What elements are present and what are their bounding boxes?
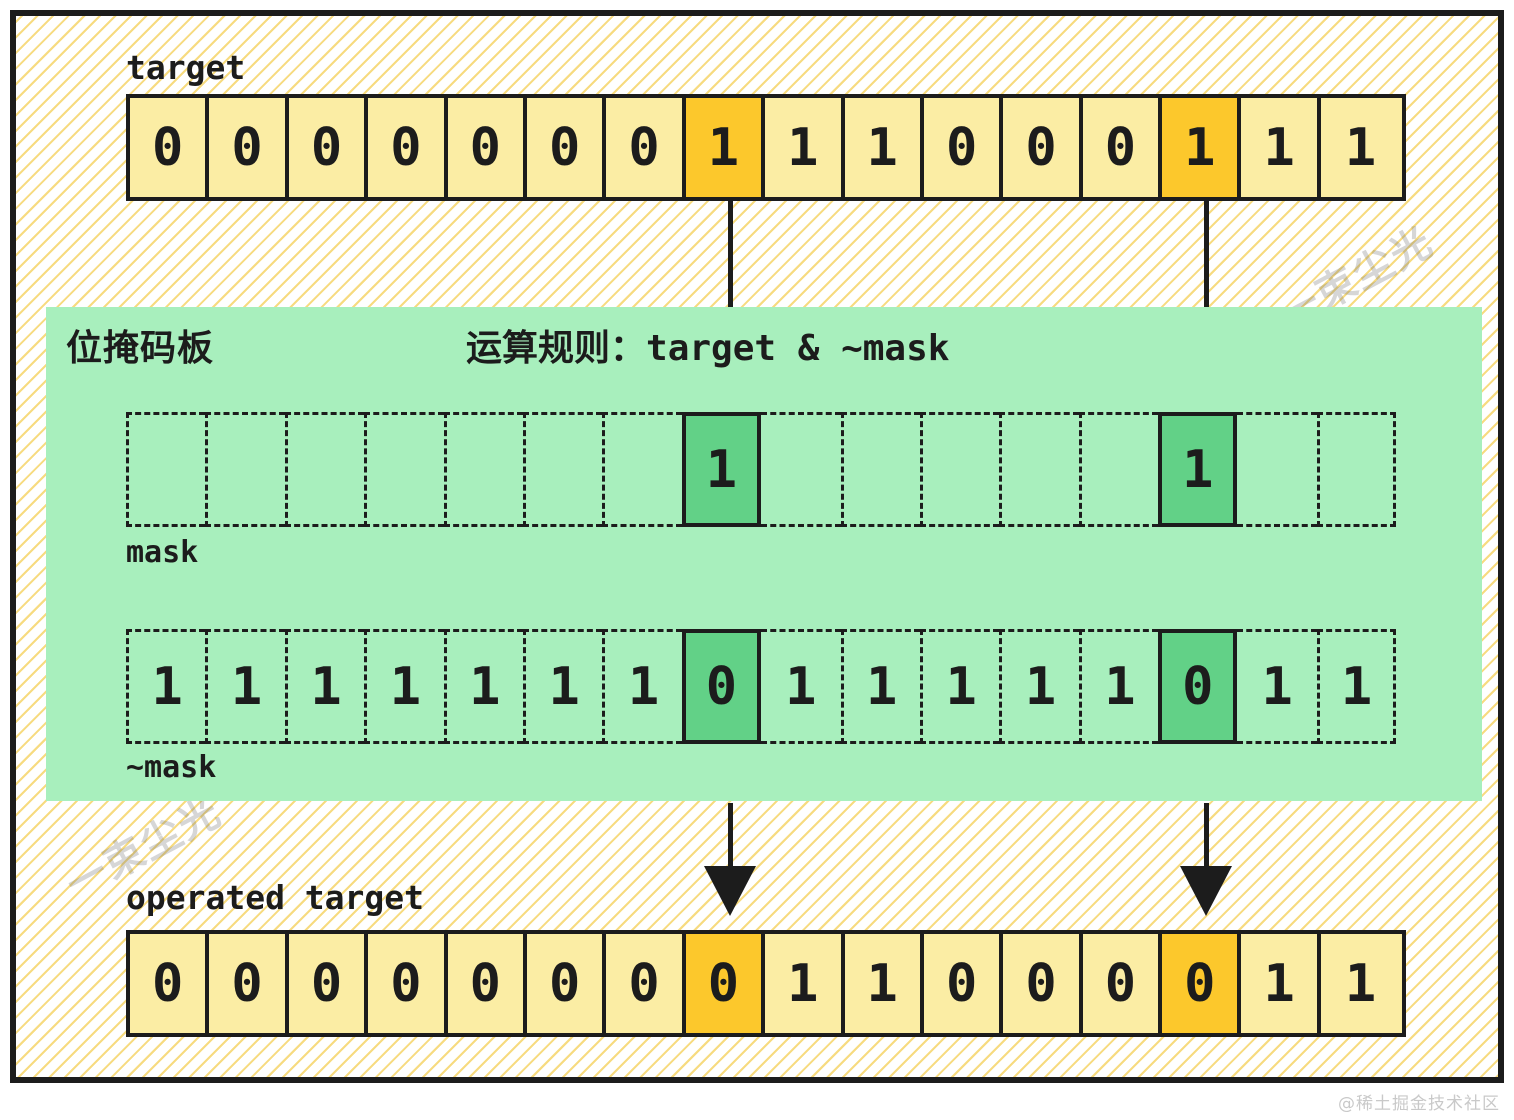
- rule-prefix: 运算规则：: [466, 328, 647, 369]
- not-mask-row-label: ~mask: [126, 750, 217, 785]
- result-bit-cell: 0: [923, 934, 1004, 1033]
- not-mask-bit-cell: 0: [1158, 629, 1238, 744]
- mask-bit-cell: [284, 412, 365, 527]
- target-bit-cell: 0: [526, 98, 607, 197]
- mask-bit-cell: [1078, 412, 1159, 527]
- target-row-label: target: [126, 48, 246, 87]
- mask-bit-cell: [602, 412, 682, 527]
- mask-bit-cell: [1237, 412, 1317, 527]
- not-mask-bit-cell: 1: [126, 629, 206, 744]
- mask-bit-cell: [761, 412, 841, 527]
- target-bit-cell: 0: [1082, 98, 1163, 197]
- not-mask-bit-cell: 1: [1237, 629, 1317, 744]
- result-bit-cell: 0: [1003, 934, 1083, 1033]
- mask-bit-cell: [364, 412, 444, 527]
- mask-bit-cell: [840, 412, 920, 527]
- not-mask-bit-cell: 1: [602, 629, 682, 744]
- mask-bit-cell: [919, 412, 1000, 527]
- target-bit-cell: 1: [844, 98, 924, 197]
- result-bit-cell: 0: [1082, 934, 1163, 1033]
- result-row-label: operated target: [126, 878, 425, 917]
- result-bit-cell: 0: [368, 934, 448, 1033]
- mask-bit-cell: 1: [681, 412, 762, 527]
- result-bit-cell: 0: [447, 934, 527, 1033]
- target-bit-cell: 1: [765, 98, 845, 197]
- not-mask-bit-cell: 1: [919, 629, 1000, 744]
- target-bit-cell: 0: [606, 98, 686, 197]
- not-mask-bit-cell: 0: [681, 629, 762, 744]
- mask-bit-cell: 1: [1158, 412, 1238, 527]
- result-bit-cell: 0: [1162, 934, 1242, 1033]
- rule-expression: target & ~mask: [646, 328, 950, 369]
- mask-bit-cell: [443, 412, 523, 527]
- result-bit-cell: 1: [1241, 934, 1321, 1033]
- mask-bit-cell: [1316, 412, 1397, 527]
- board-title: 位掩码板: [66, 328, 215, 369]
- target-bit-cell: 1: [685, 98, 766, 197]
- result-bit-cell: 0: [288, 934, 369, 1033]
- not-mask-bit-cell: 1: [1078, 629, 1159, 744]
- mask-row-label: mask: [126, 535, 199, 570]
- result-bit-cell: 0: [606, 934, 686, 1033]
- board-rule: 运算规则：target & ~mask: [466, 319, 949, 371]
- result-bit-cell: 0: [209, 934, 289, 1033]
- target-bit-cell: 1: [1241, 98, 1321, 197]
- target-bit-cell: 0: [923, 98, 1004, 197]
- not-mask-bit-cell: 1: [364, 629, 444, 744]
- not-mask-bit-cell: 1: [999, 629, 1079, 744]
- target-bit-cell: 1: [1320, 98, 1401, 197]
- not-mask-bit-cell: 1: [522, 629, 603, 744]
- target-bit-cell: 0: [288, 98, 369, 197]
- target-bit-cell: 0: [1003, 98, 1083, 197]
- result-bit-cell: 1: [844, 934, 924, 1033]
- result-bit-cell: 0: [526, 934, 607, 1033]
- mask-bit-cell: [126, 412, 206, 527]
- not-mask-bit-cell: 1: [1316, 629, 1397, 744]
- not-mask-bit-cell: 1: [284, 629, 365, 744]
- target-bit-cell: 0: [368, 98, 448, 197]
- mask-bit-cell: [999, 412, 1079, 527]
- mask-bit-cell: [522, 412, 603, 527]
- target-bit-cell: 1: [1162, 98, 1242, 197]
- target-bit-cell: 0: [447, 98, 527, 197]
- result-bit-cell: 1: [765, 934, 845, 1033]
- result-bit-cell: 1: [1320, 934, 1401, 1033]
- not-mask-bit-cell: 1: [443, 629, 523, 744]
- result-bit-cell: 0: [130, 934, 210, 1033]
- target-bit-cell: 0: [130, 98, 210, 197]
- footer-credit: @稀土掘金技术社区: [1338, 1094, 1500, 1114]
- not-mask-bit-cell: 1: [840, 629, 920, 744]
- not-mask-bit-cell: 1: [205, 629, 285, 744]
- not-mask-bit-cell: 1: [761, 629, 841, 744]
- result-bit-cell: 0: [685, 934, 766, 1033]
- target-bit-cell: 0: [209, 98, 289, 197]
- mask-bit-cell: [205, 412, 285, 527]
